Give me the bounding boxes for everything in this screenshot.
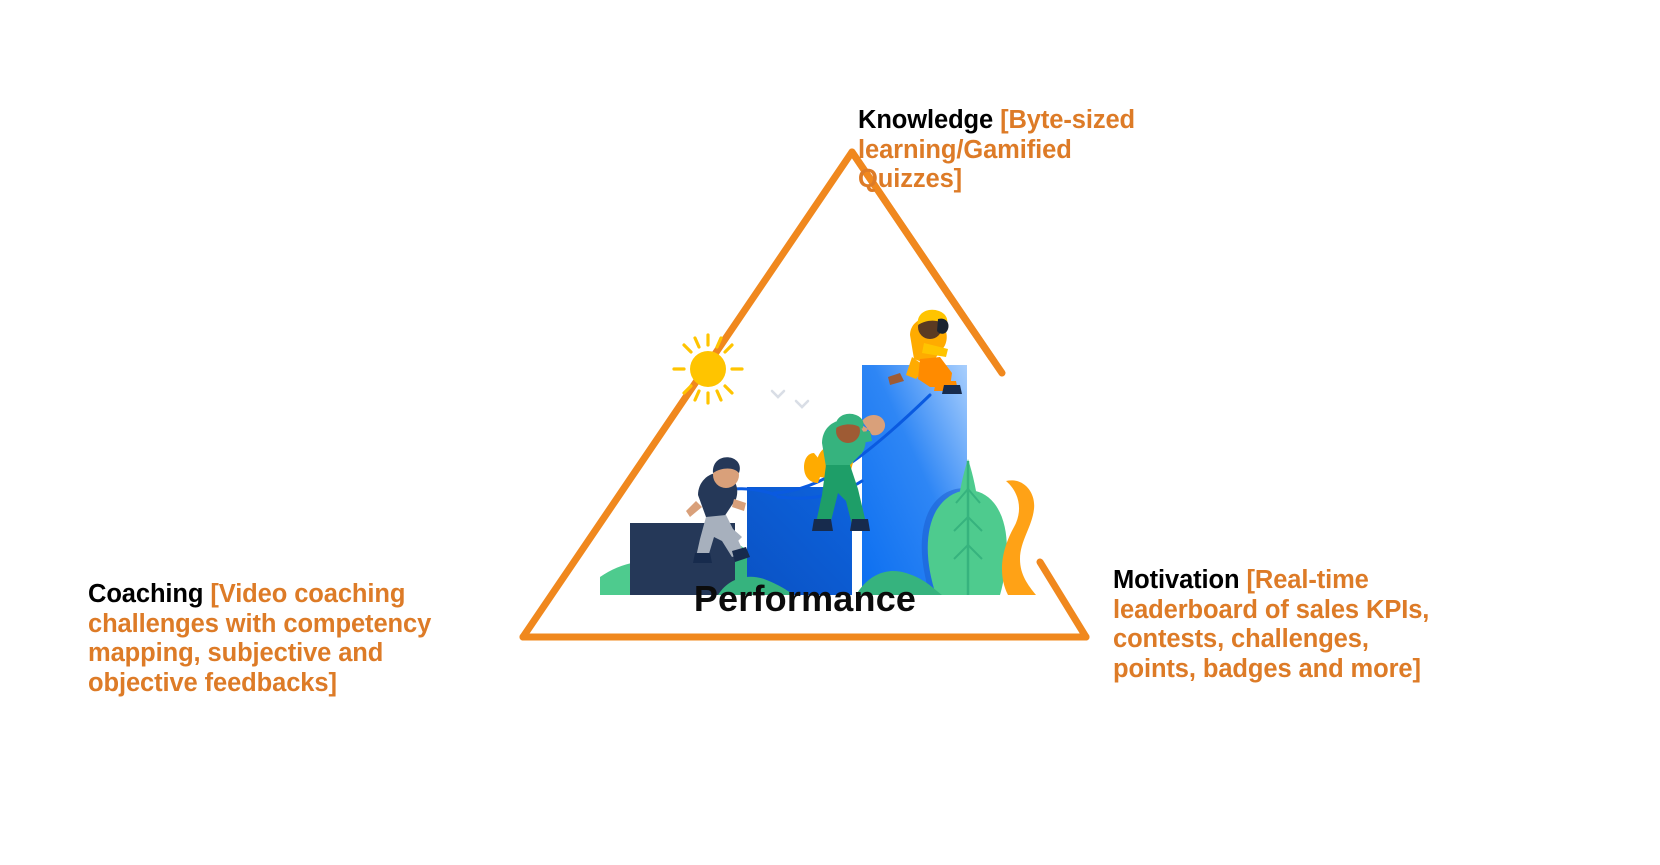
callout-knowledge: Knowledge [Byte-sized learning/Gamified … bbox=[858, 106, 1148, 195]
foliage-front bbox=[856, 571, 942, 595]
callout-coaching-body: [Video coaching challenges with competen… bbox=[88, 580, 432, 697]
climbers-illustration bbox=[600, 309, 1036, 595]
sun-icon bbox=[672, 333, 744, 405]
callout-motivation-heading: Motivation bbox=[1113, 566, 1240, 594]
climber-orange bbox=[888, 309, 962, 394]
bar-gutter bbox=[852, 495, 862, 595]
orange-plant bbox=[1001, 480, 1036, 595]
climber-navy bbox=[686, 457, 750, 563]
callout-coaching: Coaching [Video coaching challenges with… bbox=[88, 580, 488, 698]
callout-knowledge-body: [Byte-sized learning/Gamified Quizzes] bbox=[858, 106, 1136, 194]
callout-motivation: Motivation [Real-time leaderboard of sal… bbox=[1113, 566, 1443, 684]
center-label-performance: Performance bbox=[693, 578, 917, 619]
callout-knowledge-heading: Knowledge bbox=[858, 106, 994, 134]
climber-green bbox=[804, 413, 886, 531]
callout-coaching-heading: Coaching bbox=[88, 580, 204, 608]
foliage-front-left bbox=[718, 576, 794, 595]
birds-icon bbox=[770, 389, 810, 409]
callout-motivation-body: [Real-time leaderboard of sales KPIs, co… bbox=[1113, 566, 1430, 683]
leaf-plant bbox=[953, 459, 983, 595]
